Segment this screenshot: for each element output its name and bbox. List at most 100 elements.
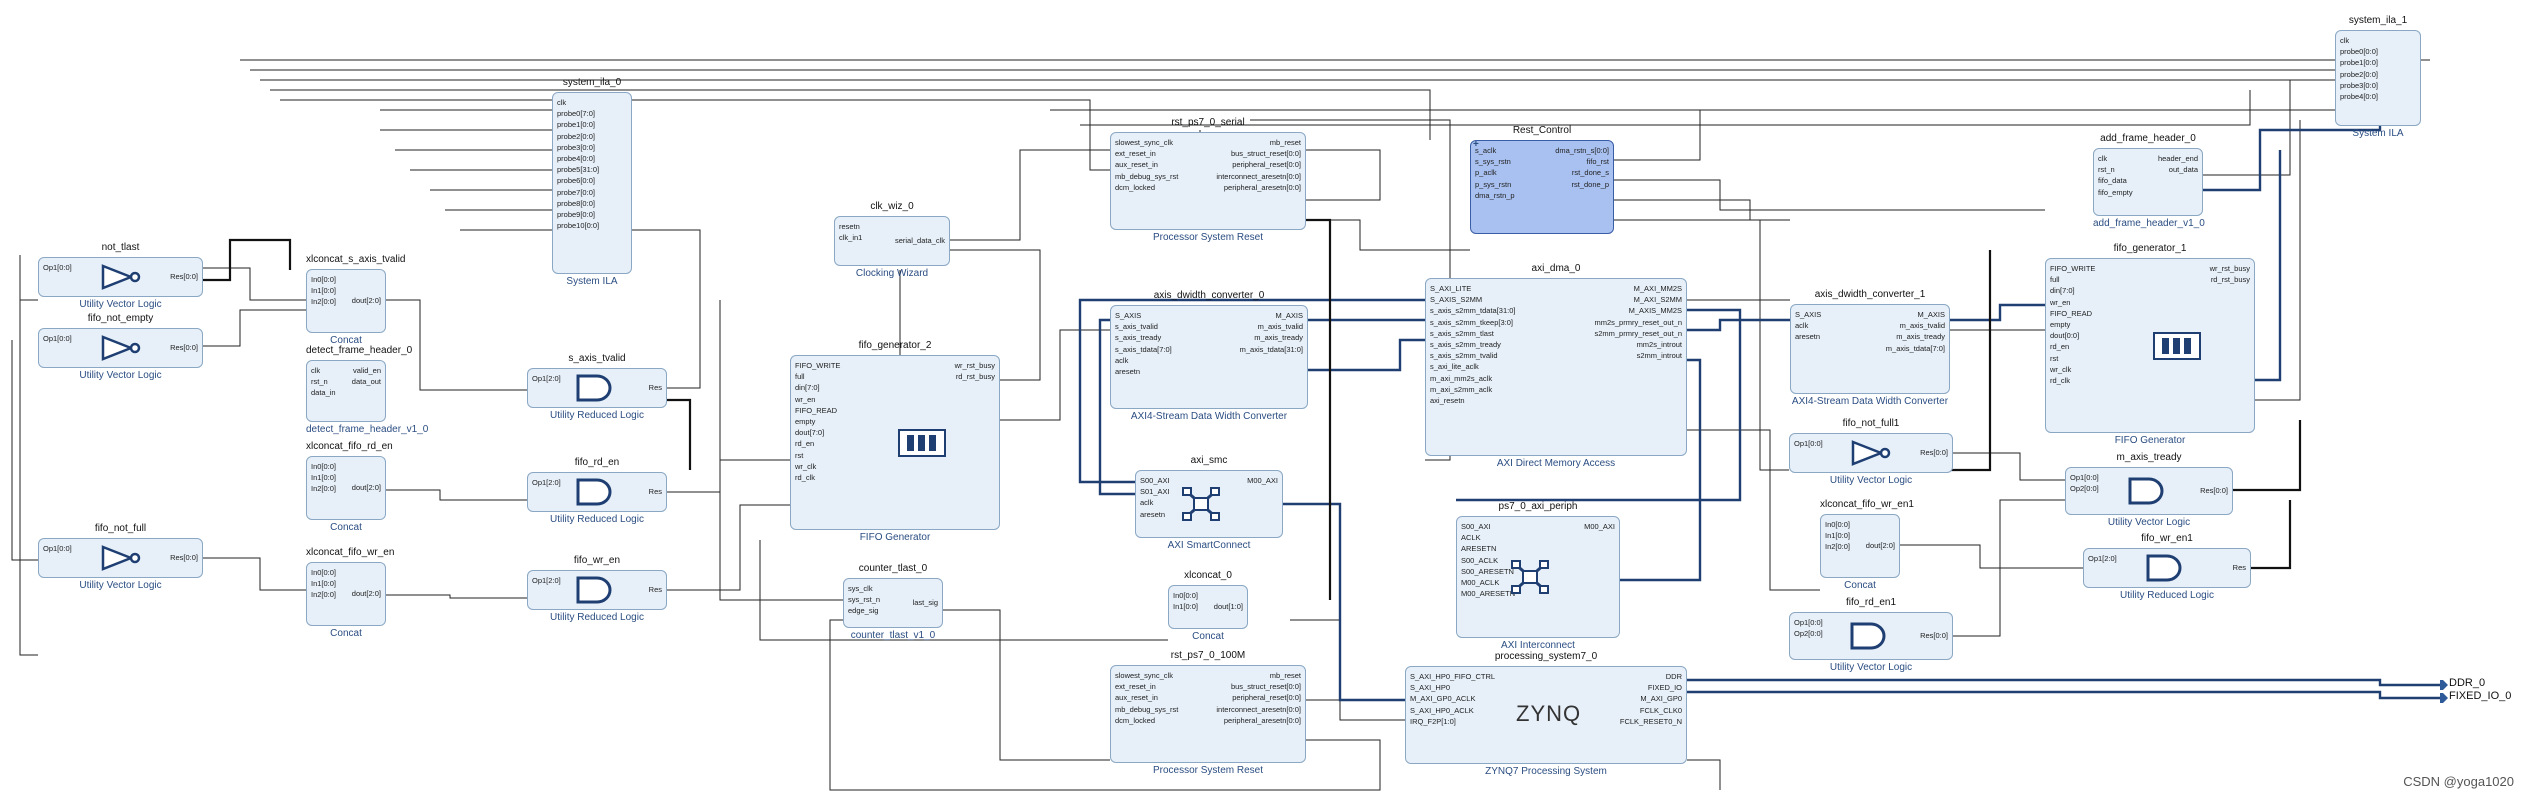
output-pin[interactable]: FCLK_RESET0_N — [1619, 716, 1682, 726]
input-pin[interactable]: sys_rst_n — [848, 595, 881, 605]
output-pin[interactable]: bus_struct_reset[0:0] — [1230, 682, 1301, 692]
input-pin[interactable]: In0[0:0] — [1825, 520, 1851, 529]
input-pin[interactable]: axi_resetn — [1430, 396, 1465, 405]
input-pin[interactable]: S_AXI_HP0_FIFO_CTRL — [1410, 672, 1496, 681]
input-pin[interactable]: aresetn — [1140, 509, 1166, 519]
input-pin[interactable]: dcm_locked — [1115, 715, 1156, 725]
input-pin[interactable]: p_sys_rstn — [1475, 179, 1512, 189]
output-pin[interactable]: s2mm_introut — [1636, 351, 1682, 361]
input-pin[interactable]: clk_in1 — [839, 233, 863, 243]
input-pin[interactable]: In0[0:0] — [311, 462, 337, 471]
input-pin[interactable]: dma_rstn_p — [1475, 190, 1515, 200]
input-pin[interactable]: clk — [557, 98, 567, 107]
input-pin[interactable]: S_AXI_LITE — [1430, 284, 1472, 293]
output-pin[interactable]: m_axis_tvalid — [1899, 321, 1945, 331]
output-pin[interactable]: data_out — [351, 377, 381, 387]
input-pin[interactable]: aresetn — [1795, 332, 1821, 342]
input-pin[interactable]: S_AXIS — [1115, 311, 1142, 320]
input-pin[interactable]: slowest_sync_clk — [1115, 138, 1173, 147]
input-pin[interactable]: probe3[0:0] — [2340, 80, 2378, 90]
input-pin[interactable]: In1[0:0] — [311, 473, 337, 483]
output-pin[interactable]: valid_en — [353, 366, 381, 375]
input-pin[interactable]: m_axi_s2mm_aclk — [1430, 384, 1493, 394]
output-pin[interactable]: Res — [648, 585, 662, 594]
input-pin[interactable]: Op1[0:0] — [43, 544, 72, 553]
output-pin[interactable]: M_AXI_GP0 — [1640, 694, 1682, 704]
output-pin[interactable]: dout[1:0] — [1213, 602, 1243, 611]
input-pin[interactable]: clk — [2098, 154, 2108, 163]
input-pin[interactable]: fifo_empty — [2098, 187, 2133, 197]
output-pin[interactable]: DDR — [1665, 672, 1682, 681]
input-pin[interactable]: In2[0:0] — [311, 590, 337, 600]
output-pin[interactable]: Res — [648, 487, 662, 496]
input-pin[interactable]: In1[0:0] — [1173, 602, 1199, 612]
input-pin[interactable]: s_axis_tready — [1115, 333, 1162, 343]
output-pin[interactable]: M00_AXI — [1584, 522, 1615, 531]
input-pin[interactable]: Op1[0:0] — [2070, 473, 2099, 482]
input-pin[interactable]: s_axis_s2mm_tready — [1430, 340, 1501, 349]
input-pin[interactable]: Op1[0:0] — [1794, 439, 1823, 448]
input-pin[interactable]: s_axis_s2mm_tlast — [1430, 328, 1494, 338]
input-pin[interactable]: aresetn — [1115, 367, 1141, 376]
input-pin[interactable]: empty — [2050, 320, 2071, 329]
input-pin[interactable]: rst — [2050, 353, 2059, 363]
input-pin[interactable]: probe3[0:0] — [557, 142, 595, 152]
input-pin[interactable]: Op1[2:0] — [532, 478, 561, 487]
output-pin[interactable]: M00_AXI — [1247, 476, 1278, 485]
input-pin[interactable]: Op1[0:0] — [1794, 618, 1823, 627]
input-pin[interactable]: S00_AXI — [1461, 522, 1491, 531]
input-pin[interactable]: S_AXIS_S2MM — [1430, 295, 1483, 305]
output-pin[interactable]: last_sig — [912, 598, 938, 607]
output-pin[interactable]: interconnect_aresetn[0:0] — [1216, 704, 1301, 714]
input-pin[interactable]: ext_reset_in — [1115, 149, 1156, 159]
output-pin[interactable]: Res[0:0] — [1920, 448, 1948, 457]
output-pin[interactable]: Res[0:0] — [170, 272, 198, 281]
output-pin[interactable]: peripheral_reset[0:0] — [1232, 160, 1301, 170]
input-pin[interactable]: In0[0:0] — [311, 275, 337, 284]
output-pin[interactable]: Res[0:0] — [170, 553, 198, 562]
input-pin[interactable]: probe8[0:0] — [557, 198, 595, 208]
input-pin[interactable]: FIFO_READ — [795, 405, 838, 415]
input-pin[interactable]: In0[0:0] — [1173, 591, 1199, 600]
input-pin[interactable]: s_axis_tdata[7:0] — [1115, 344, 1172, 354]
output-pin[interactable]: Res[0:0] — [1920, 631, 1948, 640]
input-pin[interactable]: probe4[0:0] — [557, 154, 595, 163]
output-pin[interactable]: Res[0:0] — [170, 343, 198, 352]
output-pin[interactable]: wr_rst_busy — [954, 361, 995, 370]
input-pin[interactable]: dout[7:0] — [795, 428, 825, 438]
output-pin[interactable]: m_axis_tvalid — [1257, 322, 1303, 332]
output-pin[interactable]: m_axis_tready — [1896, 332, 1945, 342]
input-pin[interactable]: full — [795, 372, 805, 382]
output-pin[interactable]: M_AXIS_MM2S — [1628, 306, 1682, 316]
input-pin[interactable]: m_axi_mm2s_aclk — [1430, 373, 1493, 383]
input-pin[interactable]: sys_clk — [848, 584, 873, 593]
input-pin[interactable]: probe0[7:0] — [557, 109, 595, 119]
input-pin[interactable]: Op1[2:0] — [2088, 554, 2117, 563]
output-pin[interactable]: peripheral_aresetn[0:0] — [1223, 182, 1301, 192]
input-pin[interactable]: wr_clk — [2050, 364, 2072, 374]
input-pin[interactable]: Op1[0:0] — [43, 263, 72, 272]
input-pin[interactable]: s_aclk — [1475, 146, 1497, 155]
output-pin[interactable]: rst_done_p — [1571, 179, 1609, 189]
output-pin[interactable]: dout[2:0] — [351, 296, 381, 305]
input-pin[interactable]: aclk — [1795, 321, 1809, 331]
output-pin[interactable]: mb_reset — [1269, 671, 1301, 680]
input-pin[interactable]: s_axis_s2mm_tvalid — [1430, 351, 1498, 361]
output-pin[interactable]: M_AXIS — [1917, 310, 1945, 319]
input-pin[interactable]: dout[0:0] — [2050, 331, 2080, 341]
input-pin[interactable]: probe4[0:0] — [2340, 92, 2378, 101]
input-pin[interactable]: probe5[31:0] — [557, 165, 600, 175]
